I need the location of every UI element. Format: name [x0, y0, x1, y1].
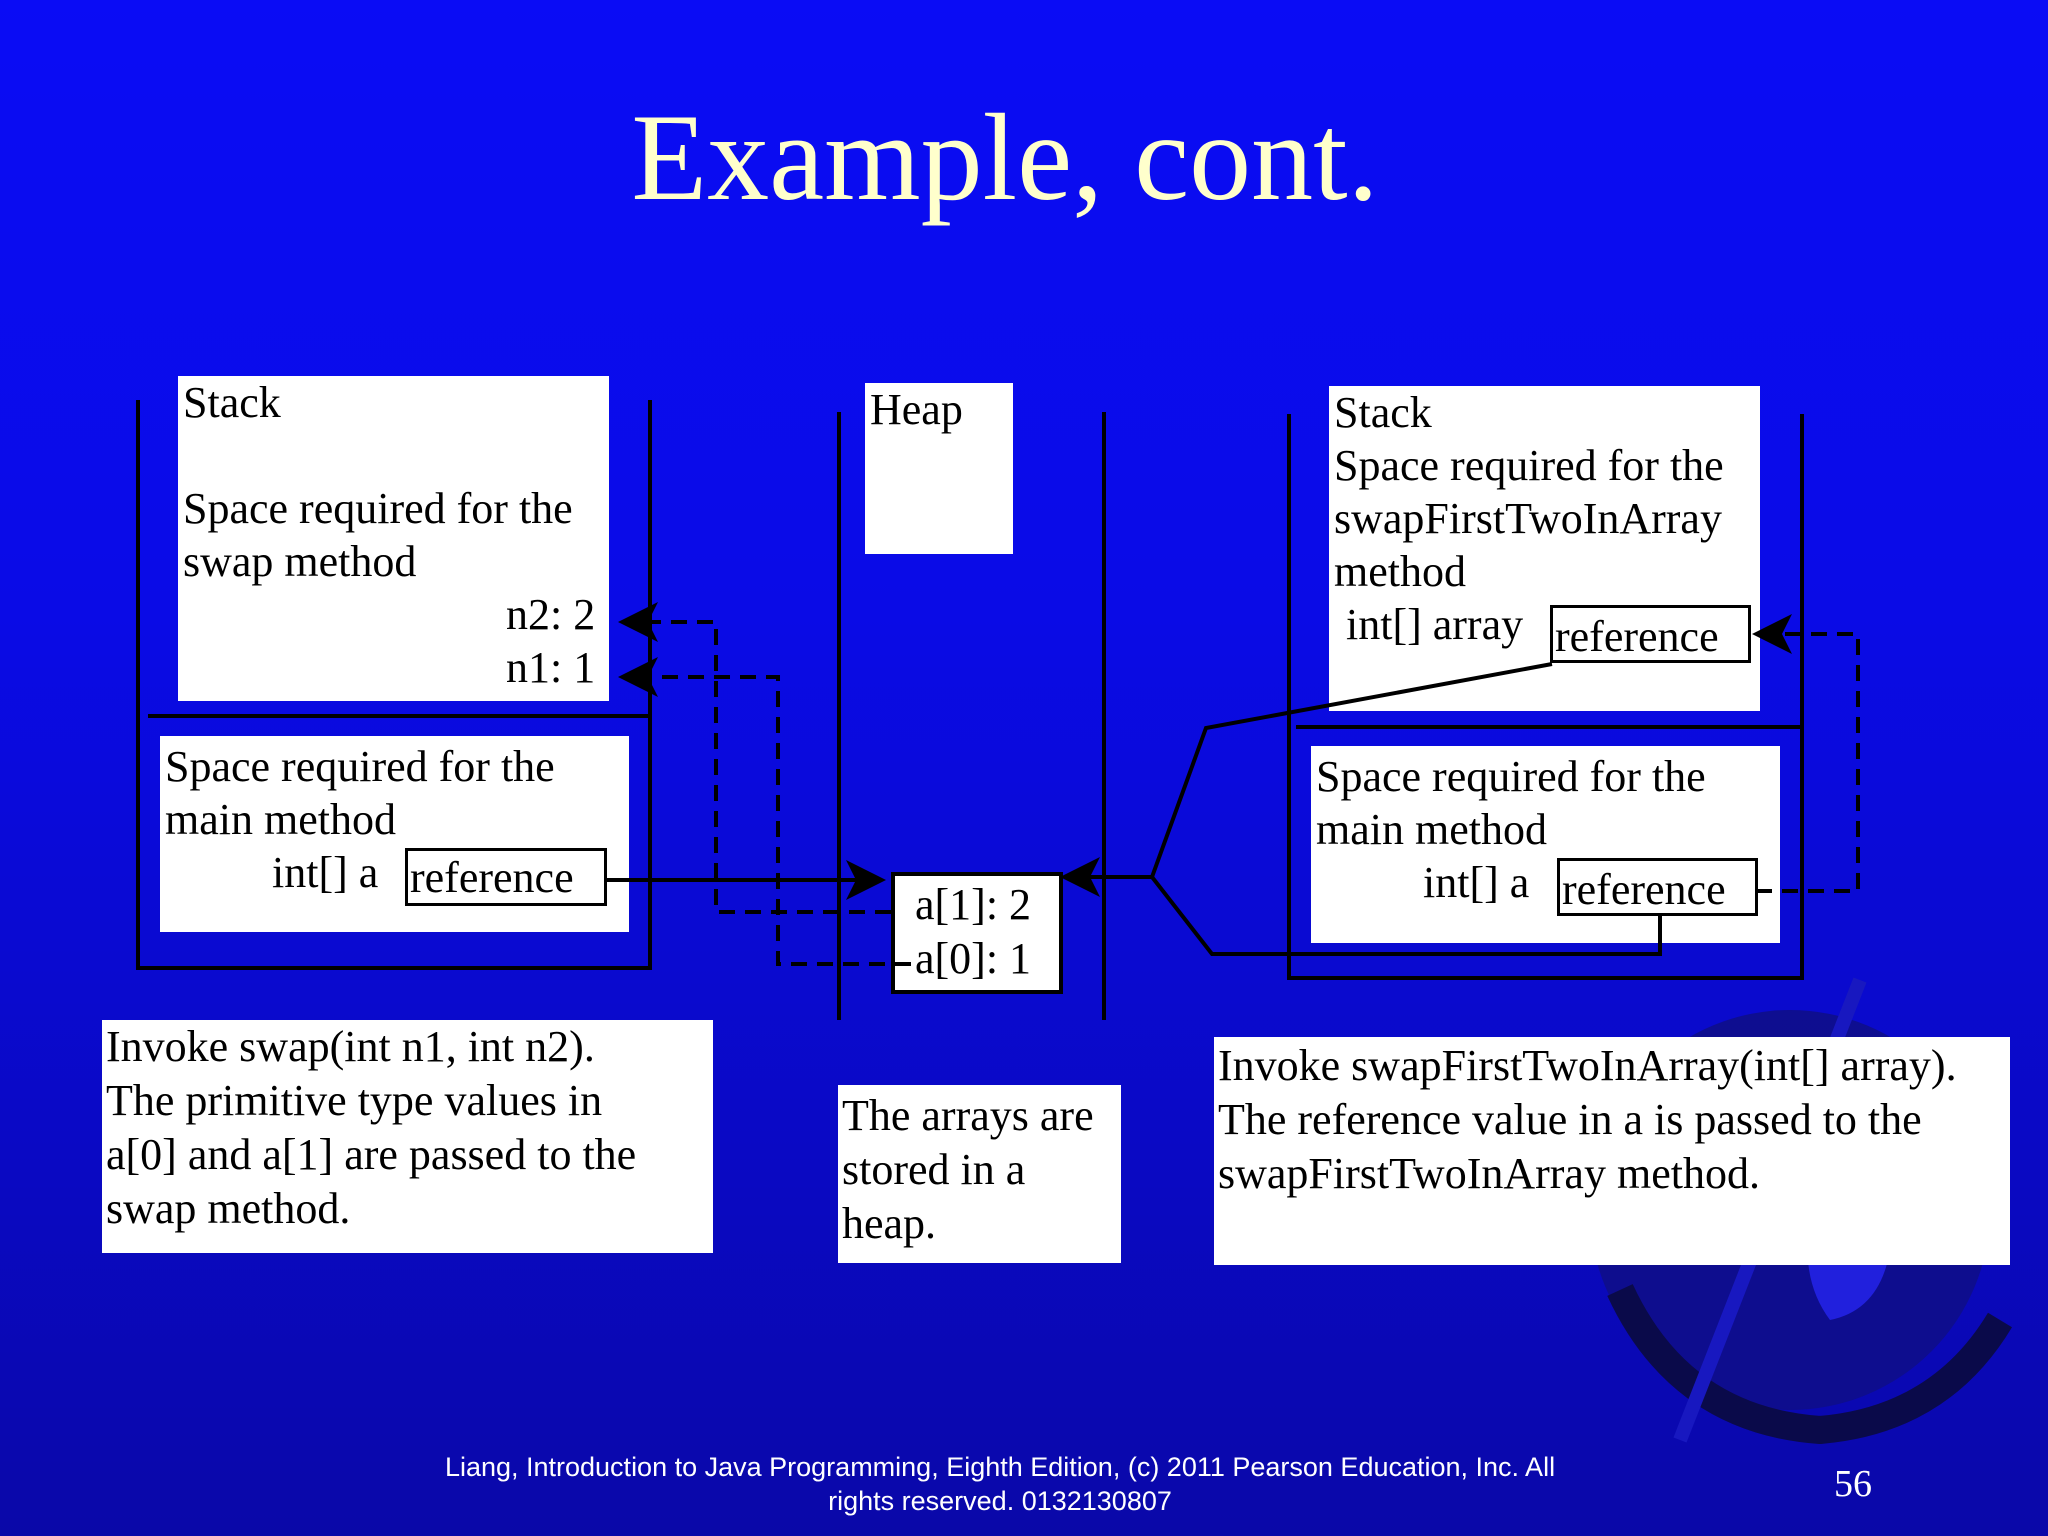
right-main-line2: main method: [1316, 805, 1547, 854]
right-caption-line3: swapFirstTwoInArray method.: [1218, 1149, 1760, 1198]
page-number: 56: [1834, 1463, 1872, 1505]
left-reference-arrow: [607, 860, 886, 900]
left-caption-line3: a[0] and a[1] are passed to the: [106, 1130, 637, 1179]
right-caption-line2: The reference value in a is passed to th…: [1218, 1095, 1922, 1144]
heap-a0: a[0]: 1: [915, 934, 1032, 983]
heap-label-box: Heap: [865, 383, 1013, 554]
left-caption-line4: swap method.: [106, 1184, 351, 1233]
left-main-line1: Space required for the: [165, 742, 555, 791]
left-main-reference: reference: [405, 848, 607, 906]
left-caption-line2: The primitive type values in: [106, 1076, 603, 1125]
heap-array-box: a[1]: 2 a[0]: 1: [891, 872, 1063, 994]
left-swap-n2: n2: 2: [506, 590, 596, 639]
right-stack-left-wall: [1287, 414, 1291, 980]
right-dashed-arrow: [1752, 614, 1860, 893]
left-swap-line2: swap method: [183, 537, 417, 586]
left-stack-bottom: [136, 966, 652, 970]
n1-dashed-arrow: [618, 657, 911, 966]
heap-left-wall: [837, 412, 841, 1020]
left-caption-line1: Invoke swap(int n1, int n2).: [106, 1022, 595, 1071]
left-stack-divider: [148, 714, 652, 718]
right-main-var-label: int[] a: [1423, 858, 1530, 907]
right-caption-line1: Invoke swapFirstTwoInArray(int[] array).: [1218, 1041, 1957, 1090]
middle-caption-line1: The arrays are: [842, 1091, 1094, 1140]
footer-citation: Liang, Introduction to Java Programming,…: [380, 1450, 1620, 1518]
left-caption-box: Invoke swap(int n1, int n2). The primiti…: [102, 1020, 713, 1253]
n2-dashed-arrow: [618, 602, 891, 914]
right-main-line1: Space required for the: [1316, 752, 1706, 801]
left-stack-label: Stack: [183, 378, 281, 427]
left-main-var-label: int[] a: [272, 848, 379, 897]
left-swap-line1: Space required for the: [183, 484, 573, 533]
footer-line1: Liang, Introduction to Java Programming,…: [444, 1452, 1556, 1482]
right-swap-line3: method: [1334, 547, 1466, 596]
right-swap-line1: Space required for the: [1334, 441, 1724, 490]
right-swap-line2: swapFirstTwoInArray: [1334, 494, 1722, 543]
heap-right-wall: [1102, 412, 1106, 1020]
middle-caption-line2: stored in a: [842, 1145, 1026, 1194]
right-caption-box: Invoke swapFirstTwoInArray(int[] array).…: [1214, 1037, 2010, 1265]
left-swap-n1: n1: 1: [506, 643, 596, 692]
left-stack-left-wall: [136, 400, 140, 970]
heap-a1: a[1]: 2: [915, 880, 1032, 929]
slide-title: Example, cont.: [631, 89, 1379, 226]
right-reference-arrows: [1060, 662, 1662, 956]
middle-caption-box: The arrays are stored in a heap.: [838, 1085, 1121, 1263]
right-swap-var-label: int[] array: [1346, 600, 1524, 649]
left-swap-frame: Stack Space required for the swap method…: [178, 376, 609, 701]
middle-caption-line3: heap.: [842, 1199, 937, 1248]
right-main-reference: reference: [1557, 858, 1758, 916]
left-main-line2: main method: [165, 795, 396, 844]
right-stack-bottom: [1287, 976, 1804, 980]
right-swap-reference: reference: [1550, 605, 1751, 663]
heap-label: Heap: [870, 385, 963, 434]
right-stack-label: Stack: [1334, 388, 1432, 437]
right-stack-right-wall: [1800, 414, 1804, 980]
footer-line2: rights reserved. 0132130807: [828, 1486, 1172, 1516]
right-stack-divider: [1296, 725, 1804, 729]
